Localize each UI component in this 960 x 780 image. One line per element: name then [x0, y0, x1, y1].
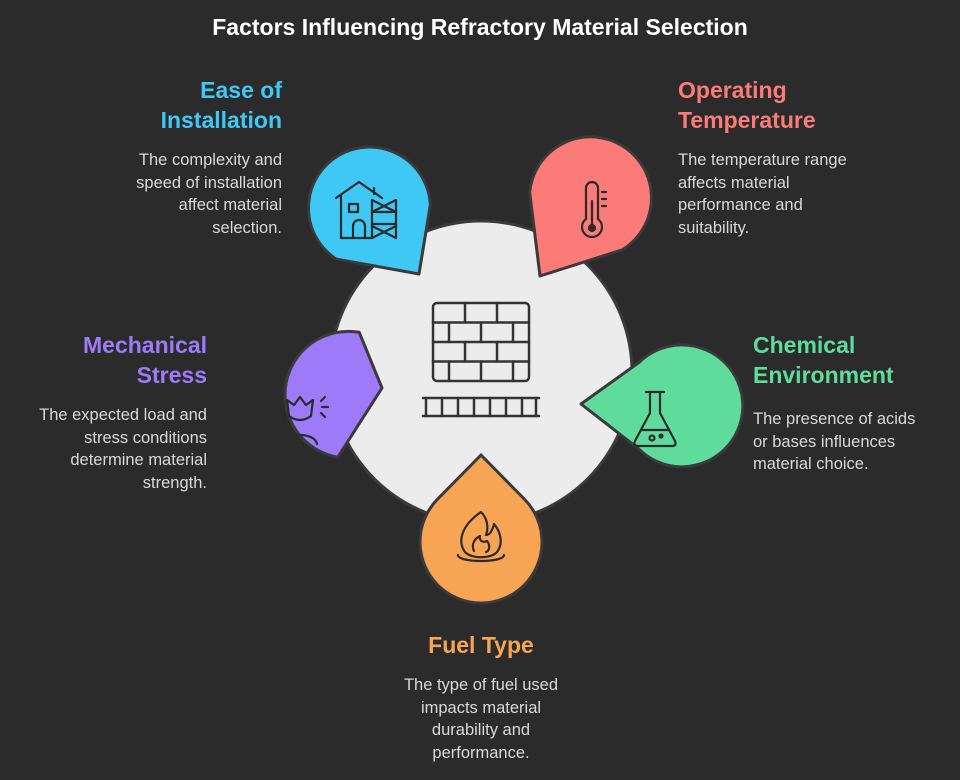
- description-line: The complexity and: [138, 151, 282, 169]
- description-line: The type of fuel used: [403, 676, 559, 694]
- description-line: selection.: [212, 218, 282, 237]
- flame-icon: [456, 510, 506, 563]
- stressed-person-icon: [270, 395, 330, 446]
- title-line: Temperature: [678, 107, 816, 133]
- description-line: affect material: [178, 196, 282, 214]
- title-line: Environment: [753, 362, 894, 388]
- factor-description-mechanical-stress: The expected load and stress conditions …: [39, 404, 207, 494]
- title-line: Chemical: [753, 332, 856, 358]
- title-line: Stress: [136, 362, 207, 388]
- factor-title-ease-of-installation: Ease of Installation: [161, 75, 282, 135]
- diagram-title: Factors Influencing Refractory Material …: [212, 14, 748, 40]
- brick-wall-icon: [421, 301, 541, 418]
- description-line: or bases influences: [753, 432, 896, 451]
- title-line: Ease of: [200, 77, 282, 103]
- description-line: suitability.: [678, 218, 750, 237]
- factor-title-fuel-type: Fuel Type: [381, 630, 581, 660]
- teardrop-fuel-type: [418, 453, 544, 605]
- description-line: speed of installation: [136, 173, 282, 192]
- scaffold-house-icon: [334, 180, 398, 240]
- description-line: The expected load and: [39, 406, 207, 424]
- factor-description-operating-temperature: The temperature range affects material p…: [678, 149, 847, 239]
- description-line: performance and: [678, 196, 803, 214]
- thermometer-icon: [580, 180, 608, 239]
- flask-icon: [633, 390, 677, 448]
- title-line: Installation: [160, 107, 282, 133]
- teardrop-mechanical-stress: [283, 329, 384, 459]
- factor-description-chemical-environment: The presence of acids or bases influence…: [753, 408, 915, 476]
- title-line: Mechanical: [83, 332, 207, 358]
- description-line: determine material: [70, 451, 207, 469]
- teardrop-chemical-environment: [579, 343, 745, 469]
- title-line: Operating: [678, 77, 787, 103]
- factor-title-mechanical-stress: Mechanical Stress: [83, 330, 207, 390]
- description-line: The temperature range: [678, 151, 847, 169]
- title-line: Fuel Type: [428, 632, 534, 658]
- description-line: material choice.: [753, 455, 869, 473]
- description-line: stress conditions: [84, 428, 207, 447]
- description-line: durability and: [431, 721, 531, 739]
- teardrop-operating-temperature: [528, 135, 653, 278]
- factor-description-fuel-type: The type of fuel used impacts material d…: [361, 674, 601, 764]
- factor-title-chemical-environment: Chemical Environment: [753, 330, 894, 390]
- factor-title-operating-temperature: Operating Temperature: [678, 75, 816, 135]
- description-line: affects material: [678, 173, 790, 192]
- description-line: The presence of acids: [753, 410, 916, 428]
- teardrop-ease-of-installation: [307, 145, 432, 276]
- description-line: impacts material: [420, 698, 542, 717]
- factor-description-ease-of-installation: The complexity and speed of installation…: [136, 149, 282, 239]
- description-line: strength.: [142, 473, 207, 492]
- description-line: performance.: [432, 743, 530, 762]
